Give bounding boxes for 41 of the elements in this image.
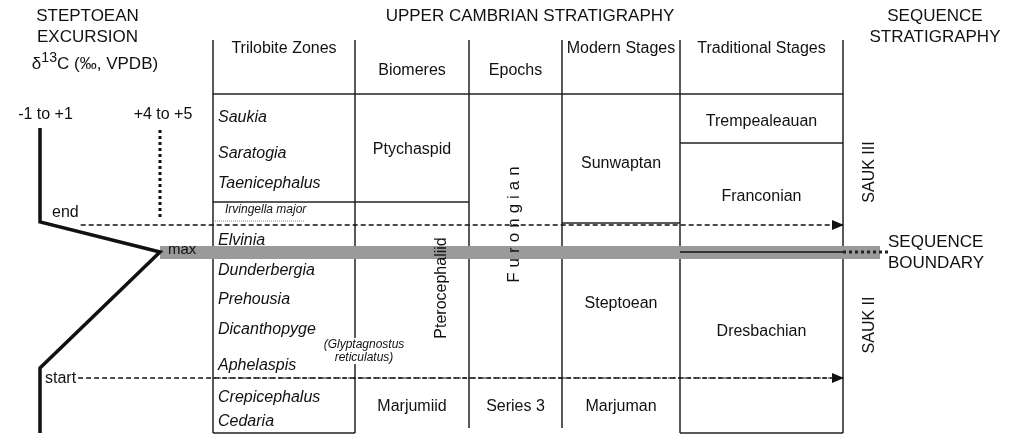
chart-heading: UPPER CAMBRIAN STRATIGRAPHY bbox=[384, 5, 676, 26]
zone-name: Prehousia bbox=[218, 289, 291, 309]
axis-title: δ$^{13}$C (‰, VPDB) bbox=[30, 48, 160, 74]
biomere-name: Marjumiid bbox=[376, 396, 448, 416]
sequence-name: SAUK II bbox=[858, 296, 878, 354]
column-header: Biomeres bbox=[377, 60, 447, 80]
epoch-name: Series 3 bbox=[485, 396, 546, 416]
curve-label: max bbox=[168, 239, 197, 259]
boundary-label: SEQUENCE BOUNDARY bbox=[888, 231, 986, 273]
zone-name: Cedaria bbox=[218, 411, 275, 431]
stage-name: Steptoean bbox=[583, 293, 659, 313]
stage-name: Trempealeauan bbox=[704, 111, 819, 131]
column-header: Modern Stages bbox=[565, 38, 677, 58]
stage-name: Franconian bbox=[720, 186, 803, 206]
column-header: Epochs bbox=[487, 60, 544, 80]
stage-name: Marjuman bbox=[584, 396, 658, 416]
zone-name: Saratogia bbox=[218, 143, 287, 163]
biomere-name: Ptychaspid bbox=[371, 139, 453, 159]
column-header: Traditional Stages bbox=[696, 38, 827, 58]
zone-name: Elvinia bbox=[218, 230, 266, 250]
zone-name: Dicanthopyge bbox=[218, 319, 316, 339]
axis-value: -1 to +1 bbox=[17, 104, 74, 124]
axis-value: +4 to +5 bbox=[132, 104, 194, 124]
column-heading: STEPTOEAN EXCURSION bbox=[35, 5, 140, 47]
zone-name: Saukia bbox=[218, 107, 267, 127]
stage-name: Sunwaptan bbox=[579, 153, 663, 173]
biomere-name: Pterocephaliid bbox=[430, 237, 450, 339]
stage-name: Dresbachian bbox=[715, 321, 808, 341]
zone-name: Taenicephalus bbox=[218, 173, 321, 193]
sequence-name: SAUK III bbox=[858, 141, 878, 203]
zone-name: Crepicephalus bbox=[218, 387, 321, 407]
zone-name: Irvingella major bbox=[225, 203, 307, 216]
column-heading: SEQUENCE STRATIGRAPHY bbox=[868, 5, 1002, 47]
column-header: Trilobite Zones bbox=[230, 38, 338, 58]
curve-label: end bbox=[52, 203, 79, 220]
epoch-name: Furongian bbox=[502, 161, 524, 283]
arrow bbox=[79, 220, 844, 230]
arrow bbox=[77, 373, 844, 383]
curve-label: start bbox=[45, 369, 77, 386]
zone-name: Dunderbergia bbox=[218, 260, 315, 280]
zone-name: Aphelaspis bbox=[218, 355, 297, 375]
